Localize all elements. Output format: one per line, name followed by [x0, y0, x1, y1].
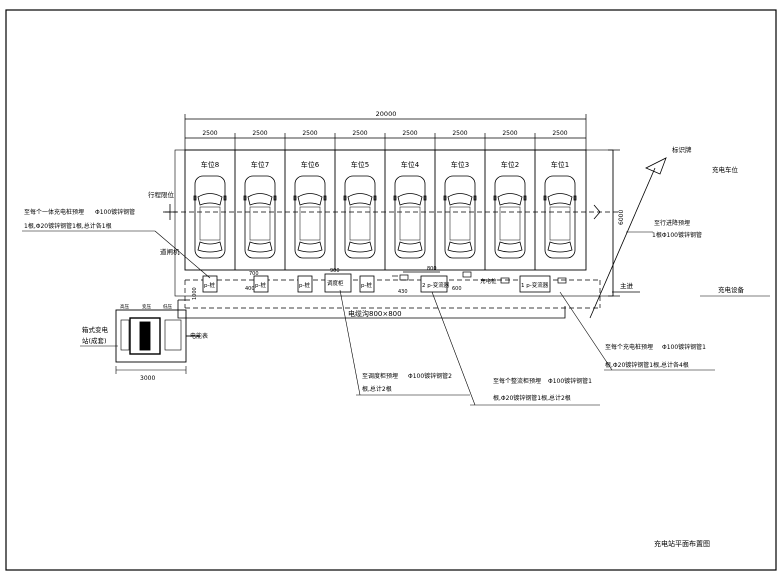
left-note-1: 至每个一体充电桩预埋	[24, 208, 84, 216]
pile-a-label: p-桩	[204, 281, 215, 289]
car-1	[543, 175, 577, 259]
bay-width-5: 2500	[402, 130, 417, 137]
bay-label-7: 车位7	[251, 160, 269, 169]
car-8	[193, 175, 227, 259]
note-c1b: Φ100镀锌钢管1	[662, 343, 706, 351]
note-e1: 至每个整流柜预埋	[493, 377, 541, 385]
dashed-lines	[165, 211, 620, 309]
main-line-label: 主进	[620, 281, 634, 290]
right-dimension	[608, 149, 620, 297]
depth-label: 6000	[618, 210, 625, 225]
pile-box-d	[359, 275, 375, 293]
box-top-3: 低压	[163, 303, 172, 310]
bay-labels: 车位8 车位7 车位6 车位5 车位4 车位3 车位2 车位1	[201, 160, 569, 169]
dim-800: 800	[427, 266, 437, 272]
bay-label-5: 车位5	[351, 160, 369, 169]
bay-label-2: 车位2	[501, 160, 519, 169]
car-2	[493, 175, 527, 259]
drawing-title: 充电站平面布置图	[654, 539, 710, 548]
right-note-1: 至行进降预埋	[654, 219, 690, 227]
dim-600: 600	[452, 286, 462, 292]
charger-label: 充电桩	[480, 277, 497, 285]
note-e1b: Φ100镀锌钢管1	[548, 377, 592, 385]
bay-width-2: 2500	[252, 130, 267, 137]
parking-area	[174, 149, 614, 297]
aux-label: 充电设备	[718, 285, 745, 294]
cars-group	[193, 175, 577, 259]
car-5	[343, 175, 377, 259]
car-7	[243, 175, 277, 259]
box-top-2: 变压	[142, 303, 151, 310]
bay-label-1: 车位1	[551, 160, 569, 169]
bay-width-8: 2500	[552, 130, 567, 137]
note-d1b: Φ100镀锌钢管2	[408, 372, 452, 380]
box-label-2: 站(成套)	[82, 336, 107, 345]
pile-d-label: p-桩	[361, 281, 372, 289]
gate-label: 道闸机	[160, 247, 180, 256]
bay-width-6: 2500	[452, 130, 467, 137]
pile-box-b	[253, 275, 269, 293]
car-6	[293, 175, 327, 259]
bay-label-3: 车位3	[451, 160, 469, 169]
left-note-1b: Φ100镀锌钢管	[95, 208, 135, 216]
bay-width-3: 2500	[302, 130, 317, 137]
converter-box-a	[420, 275, 448, 293]
converter-b-label: 1 p-变流器	[521, 281, 549, 289]
car-4	[393, 175, 427, 259]
pile-c-label: p-桩	[299, 281, 310, 289]
note-e2: 根,Φ20镀锌钢管1根,总计2根	[493, 394, 571, 402]
right-note-2: 1根Φ100镀锌钢管	[652, 231, 702, 239]
box-top-1: 高压	[120, 303, 129, 310]
sheet-border	[5, 9, 777, 571]
note-d1: 至调度柜预埋	[362, 372, 398, 380]
dispatch-label: 调度柜	[327, 279, 344, 287]
small-dims: 700 400 900 800 430 600	[245, 266, 462, 295]
bay-width-1: 2500	[202, 130, 217, 137]
converter-a-label: 2 p-变流器	[422, 281, 450, 289]
callout-leaders	[339, 289, 715, 406]
trench-outline	[177, 299, 566, 319]
landmark-label: 标识牌	[672, 145, 692, 154]
bay-label-6: 车位6	[301, 160, 320, 169]
box-width-label: 3000	[140, 375, 155, 382]
meter-label: 电能表	[190, 332, 208, 340]
left-note-2: 1根,Φ20镀锌钢管1根,总计各1根	[24, 222, 112, 230]
dim-1000: 1000	[192, 287, 198, 300]
landmark-symbol	[589, 157, 667, 319]
trench-label: 电缆沟800×800	[348, 309, 402, 318]
converter-box-b	[519, 275, 551, 293]
pile-box-a	[202, 275, 218, 293]
dispatch-box	[324, 273, 352, 293]
small-symbols	[392, 271, 567, 284]
limiter-label: 行程限位	[148, 190, 175, 199]
total-width-label: 20000	[376, 110, 397, 118]
dim-400: 400	[245, 286, 255, 292]
top-dimensions	[184, 114, 587, 150]
dim-900: 900	[330, 268, 340, 274]
bay-label-8: 车位8	[201, 160, 219, 169]
bay-label-4: 车位4	[401, 160, 420, 169]
bay-width-labels: 2500 2500 2500 2500 2500 2500 2500 2500	[202, 130, 567, 137]
car-3	[443, 175, 477, 259]
gate-marks	[163, 204, 601, 220]
box-transformer	[115, 309, 200, 374]
bay-width-4: 2500	[352, 130, 367, 137]
dim-700: 700	[249, 271, 259, 277]
equipment-boxes	[202, 273, 551, 293]
pile-b-label: p-桩	[255, 281, 266, 289]
box-top-labels: 高压 变压 低压	[120, 303, 172, 310]
pile-box-c	[297, 275, 313, 293]
area-title: 充电车位	[712, 165, 739, 174]
dim-430: 430	[398, 289, 408, 295]
note-d2: 根,总计2根	[362, 385, 392, 393]
equipment-labels: p-桩 p-桩 p-桩 调度柜 p-桩 2 p-变流器 1 p-变流器 充电桩	[204, 277, 549, 289]
box-label-1: 箱式变电	[82, 325, 109, 334]
note-c1: 至每个充电桩预埋	[605, 343, 653, 351]
bay-width-7: 2500	[502, 130, 517, 137]
note-c2: 根,Φ20镀锌钢管1根,总计各4根	[605, 361, 689, 369]
